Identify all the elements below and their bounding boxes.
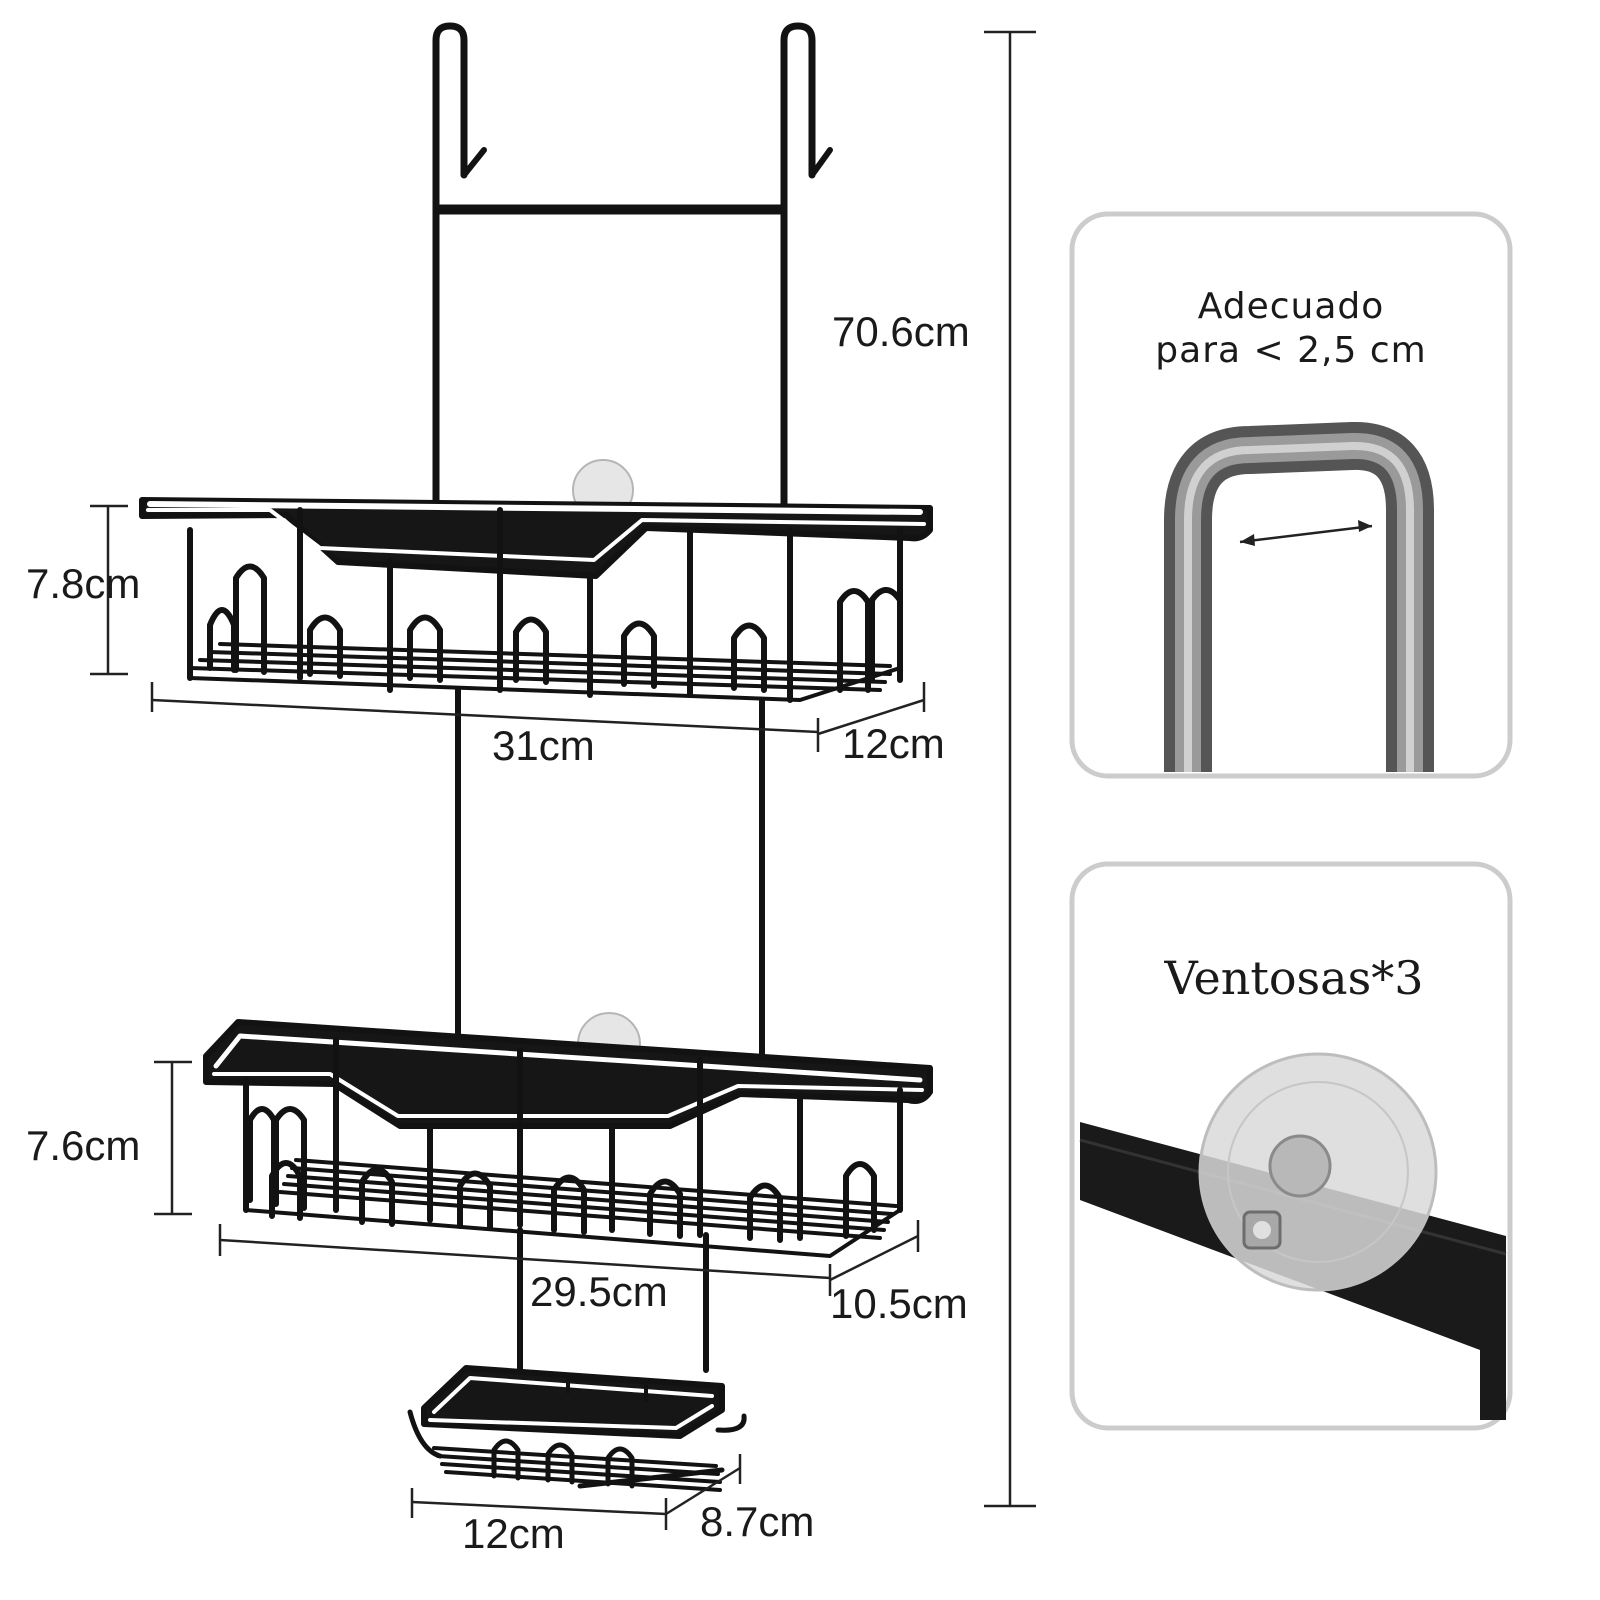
top-basket	[139, 497, 933, 703]
inset-hook-fit: Adecuado para < 2,5 cm	[1069, 211, 1513, 779]
dimension-labels: 70.6cm 7.8cm 31cm 12cm 7.6cm 29.5cm 10.5…	[26, 308, 970, 1557]
top-basket-width-label: 31cm	[492, 722, 595, 769]
shower-caddy-product	[139, 22, 933, 1492]
middle-basket-depth-label: 10.5cm	[830, 1280, 968, 1327]
inset-suction-cups: Ventosas*3	[1069, 861, 1513, 1431]
top-basket-depth-label: 12cm	[842, 720, 945, 767]
soap-dish	[407, 1365, 747, 1492]
hook-fit-line1: Adecuado	[1198, 286, 1385, 327]
over-door-hooks	[432, 22, 833, 524]
suction-cup-closeup-icon	[1079, 1052, 1507, 1420]
total-height-label: 70.6cm	[832, 308, 970, 355]
middle-basket	[203, 1019, 933, 1258]
top-basket-height-label: 7.8cm	[26, 560, 140, 607]
gap-arrow-icon	[1239, 520, 1373, 546]
middle-basket-height-label: 7.6cm	[26, 1122, 140, 1169]
hook-fit-line2: para < 2,5 cm	[1155, 330, 1426, 371]
suction-cups-label: Ventosas*3	[1164, 951, 1424, 1005]
soap-dish-depth-label: 8.7cm	[700, 1498, 814, 1545]
soap-dish-width-label: 12cm	[462, 1510, 565, 1557]
dimension-lines	[90, 30, 1036, 1530]
middle-basket-width-label: 29.5cm	[530, 1268, 668, 1315]
